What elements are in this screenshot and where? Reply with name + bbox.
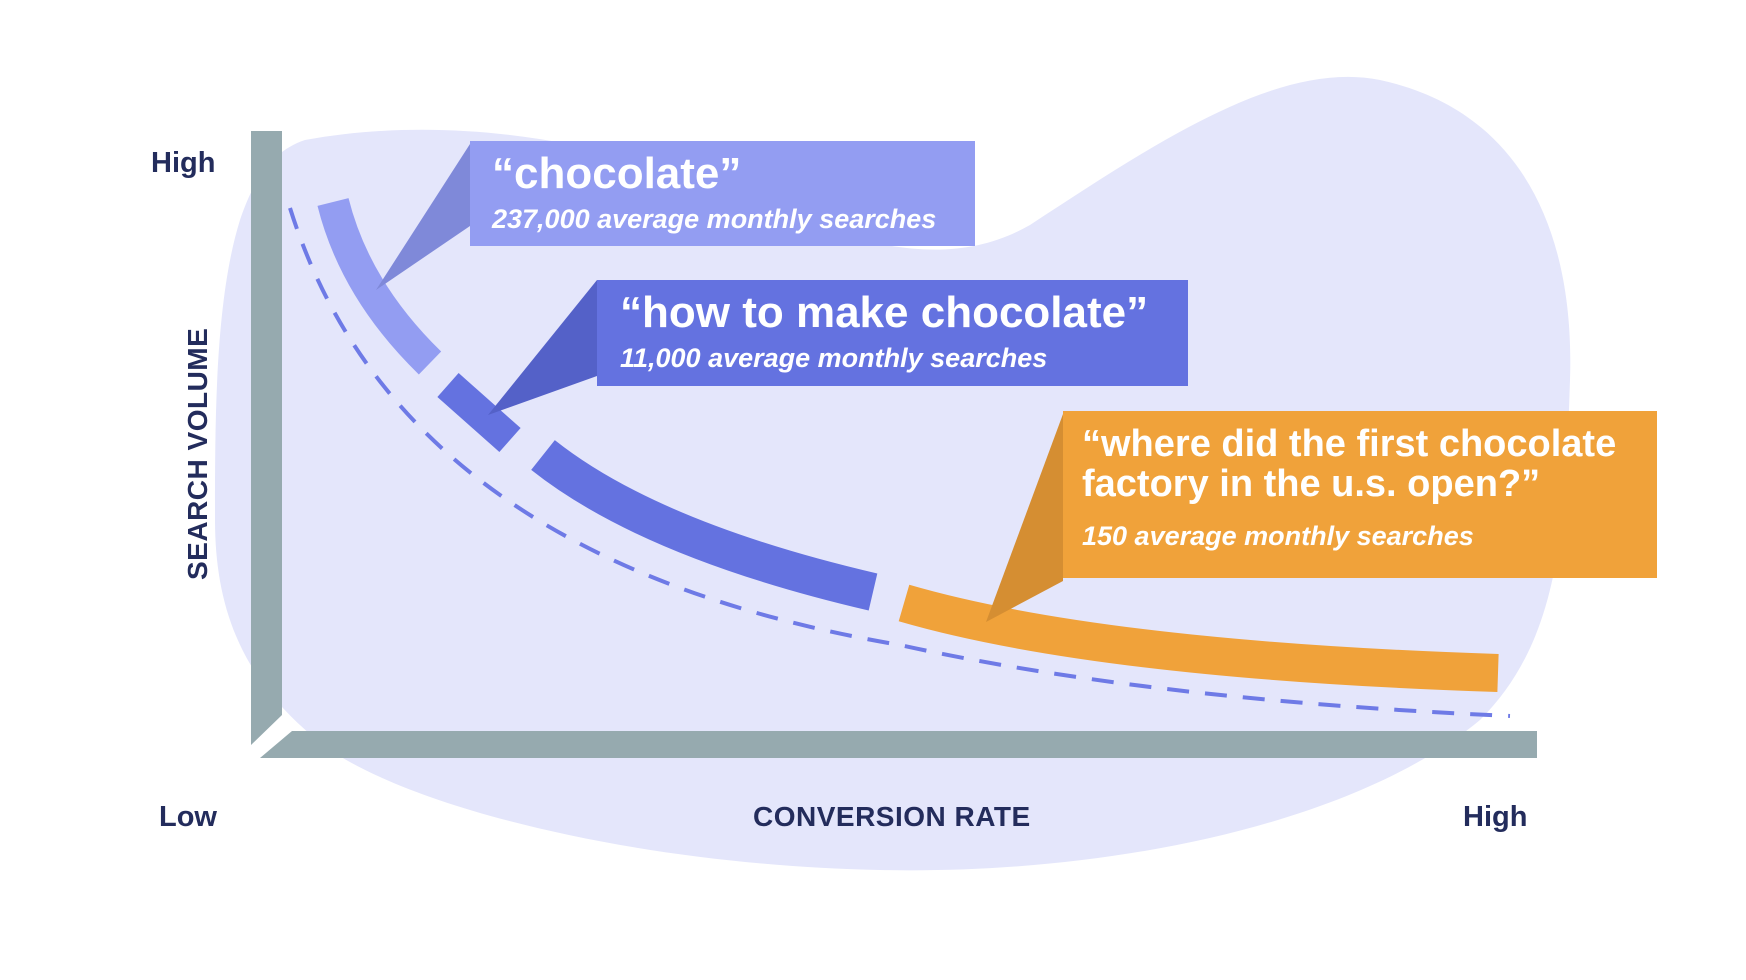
y-axis-bar (251, 131, 282, 745)
pointer-chocolate (376, 144, 470, 290)
callout-how-to-make: “how to make chocolate” 11,000 average m… (620, 291, 1148, 374)
keyword-chocolate: “chocolate” (492, 149, 742, 198)
searches-chocolate: 237,000 average monthly searches (492, 204, 937, 234)
x-axis-low-label: Low (159, 801, 217, 833)
y-axis-high-label: High (151, 147, 216, 179)
callout-box-factory (1063, 411, 1657, 578)
keyword-factory: “where did the first chocolate factory i… (1082, 423, 1617, 505)
keyword-how-to-make: “how to make chocolate” (620, 288, 1149, 337)
searches-factory: 150 average monthly searches (1082, 520, 1474, 551)
callout-box-how-to-make (597, 280, 1188, 386)
segment-chocolate (317, 197, 442, 375)
searches-how-to-make: 11,000 average monthly searches (620, 343, 1048, 373)
pointer-how-to-make (488, 280, 597, 415)
x-axis-title: CONVERSION RATE (753, 801, 1031, 832)
callout-factory: “where did the first chocolate factory i… (1082, 423, 1652, 552)
segment-how-to-make-b (531, 440, 878, 611)
pointer-factory (986, 414, 1063, 622)
x-axis-bar (260, 731, 1537, 758)
x-axis-high-label: High (1463, 801, 1528, 833)
segment-factory (898, 584, 1499, 692)
callout-box-chocolate (470, 141, 975, 246)
y-axis-title: SEARCH VOLUME (182, 327, 213, 580)
callout-chocolate: “chocolate” 237,000 average monthly sear… (492, 152, 936, 235)
segment-how-to-make-a (437, 373, 521, 452)
